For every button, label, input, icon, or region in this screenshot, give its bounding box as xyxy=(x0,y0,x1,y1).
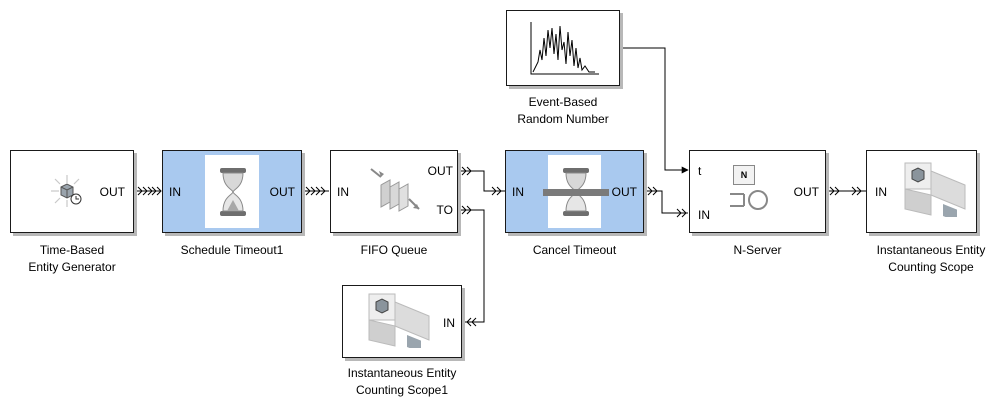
server-icon xyxy=(730,190,768,210)
n-server-caption: N-Server xyxy=(733,243,782,257)
counting-scope1-block[interactable]: IN xyxy=(342,285,462,358)
random-number-caption-line1: Event-Based xyxy=(528,95,598,109)
counting-scope-icon xyxy=(368,293,430,348)
n-server-block[interactable]: N t IN OUT xyxy=(689,150,826,233)
cancel-timeout-block[interactable]: IN OUT xyxy=(505,150,644,233)
cancel-timeout-caption: Cancel Timeout xyxy=(532,243,617,257)
entity-generator-icon xyxy=(51,175,82,207)
t-port-label: t xyxy=(698,164,702,178)
random-signal-icon xyxy=(530,22,599,75)
hourglass-icon xyxy=(220,168,246,216)
entity-generator-block[interactable]: OUT xyxy=(10,150,134,233)
counting-scope-icon xyxy=(904,162,966,217)
counting-scope-caption-line2: Counting Scope xyxy=(888,260,974,274)
line-random-to-server[interactable] xyxy=(620,47,689,174)
entity-port-chevrons xyxy=(137,166,862,327)
hourglass-cancel-icon xyxy=(543,168,609,216)
counting-scope-block[interactable]: IN xyxy=(866,150,977,233)
out-port-label: OUT xyxy=(269,185,295,199)
out-port-label: OUT xyxy=(793,185,819,199)
entity-generator-caption-line2: Entity Generator xyxy=(28,260,116,274)
in-port-label: IN xyxy=(443,316,455,330)
counting-scope1-caption-line1: Instantaneous Entity xyxy=(347,366,457,380)
out-port-label: OUT xyxy=(99,185,125,199)
fifo-queue-caption: FIFO Queue xyxy=(360,243,428,257)
in-port-label: IN xyxy=(875,185,887,199)
schedule-timeout-block[interactable]: IN OUT xyxy=(162,150,302,233)
in-port-label: IN xyxy=(169,185,181,199)
to-port-label: TO xyxy=(436,203,453,217)
counting-scope-caption-line1: Instantaneous Entity xyxy=(876,243,986,257)
in-port-label: IN xyxy=(337,185,349,199)
random-number-caption-line2: Random Number xyxy=(517,112,609,126)
fifo-queue-block[interactable]: IN OUT TO xyxy=(330,150,458,233)
server-count-badge: N xyxy=(733,165,755,185)
line-cancel-to-server[interactable] xyxy=(644,190,688,214)
out-port-label: OUT xyxy=(611,185,637,199)
in-port-label: IN xyxy=(512,185,524,199)
random-number-block[interactable] xyxy=(506,10,620,86)
in-port-label: IN xyxy=(698,208,710,222)
counting-scope1-caption-line2: Counting Scope1 xyxy=(355,383,449,397)
out-port-label: OUT xyxy=(427,164,453,178)
schedule-timeout-caption: Schedule Timeout1 xyxy=(180,243,284,257)
queue-icon xyxy=(370,168,420,212)
entity-generator-caption-line1: Time-Based xyxy=(39,243,105,257)
